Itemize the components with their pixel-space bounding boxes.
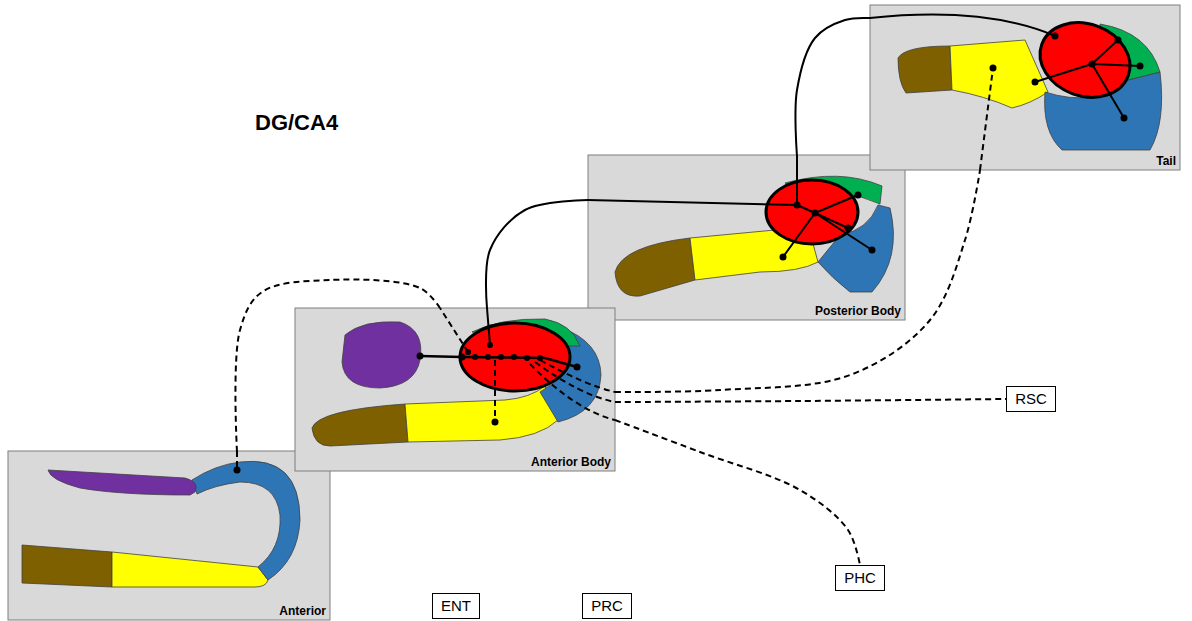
subfield-region [950, 40, 1048, 108]
slice-panel: Anterior [8, 451, 330, 620]
connector-line [615, 170, 980, 392]
dg-ca4-region [766, 180, 858, 244]
region-box: PHC [835, 565, 885, 591]
slice-panel: Tail [870, 5, 1180, 170]
subfield-region [405, 386, 558, 442]
projection-dot [855, 192, 862, 199]
projection-dot [812, 210, 819, 217]
projection-line [783, 195, 872, 257]
connector-line [615, 420, 860, 565]
projection-line [1035, 40, 1140, 118]
subfield-region [898, 46, 952, 93]
connector-line [795, 18, 870, 155]
region-label: PRC [591, 597, 623, 615]
projection-dot [485, 354, 491, 360]
projection-dot [459, 354, 466, 361]
projection-dot [1089, 61, 1096, 68]
projection-dot [869, 247, 876, 254]
subfield-region [48, 470, 196, 495]
slice-label: Tail [1156, 154, 1176, 168]
projection-dot [1032, 79, 1039, 86]
projection-dot [990, 65, 997, 72]
projection-line [440, 308, 615, 422]
projection-dot [511, 354, 517, 360]
projection-dot [492, 419, 499, 426]
slice-group [295, 308, 615, 471]
projection-dot [1121, 115, 1128, 122]
projection-dot [465, 349, 471, 355]
dg-ca4-region [460, 323, 570, 391]
slice-ground [870, 5, 1180, 170]
connector-line [486, 200, 588, 308]
subfield-region [342, 322, 421, 388]
slice-group [588, 155, 905, 320]
projection-dot [472, 354, 478, 360]
region-label: RSC [1015, 390, 1047, 408]
connector-line [235, 280, 440, 451]
projection-dot [794, 202, 801, 209]
projection-dot [537, 355, 543, 361]
slice-label: Posterior Body [815, 304, 901, 318]
region-box: ENT [432, 593, 480, 619]
projection-line [588, 155, 797, 205]
projection-line [487, 308, 490, 345]
projection-dot [1115, 37, 1122, 44]
region-label: PHC [844, 569, 876, 587]
slice-ground [588, 155, 905, 320]
slice-panel: Posterior Body [588, 155, 905, 320]
slice-ground [8, 451, 330, 620]
projection-line [980, 68, 993, 170]
subfield-region [615, 238, 695, 296]
slice-ground [295, 308, 615, 471]
subfield-region [22, 545, 112, 587]
slice-label: Anterior [279, 604, 326, 618]
connector-line [615, 399, 1006, 402]
subfield-region [312, 404, 408, 446]
dg-ca4-region [1029, 10, 1140, 109]
slice-group [8, 451, 330, 620]
region-box: PRC [582, 593, 632, 619]
projection-dot [524, 355, 530, 361]
projection-dot [1052, 33, 1059, 40]
diagram-title: DG/CA4 [255, 110, 338, 136]
subfield-region [192, 461, 300, 580]
projection-dot [1137, 63, 1144, 70]
slice-panel: Anterior Body [295, 308, 615, 471]
projection-dot [845, 225, 852, 232]
projection-dot [498, 354, 504, 360]
projection-dot [417, 353, 424, 360]
slice-group [870, 5, 1180, 170]
subfield-region [112, 552, 268, 587]
projection-dot [234, 467, 241, 474]
projection-dot [487, 342, 493, 348]
slice-label: Anterior Body [531, 455, 611, 469]
projection-line [870, 15, 1055, 36]
region-label: ENT [441, 597, 471, 615]
region-box: RSC [1006, 386, 1056, 412]
projection-dot [574, 364, 581, 371]
projection-dot [780, 254, 787, 261]
